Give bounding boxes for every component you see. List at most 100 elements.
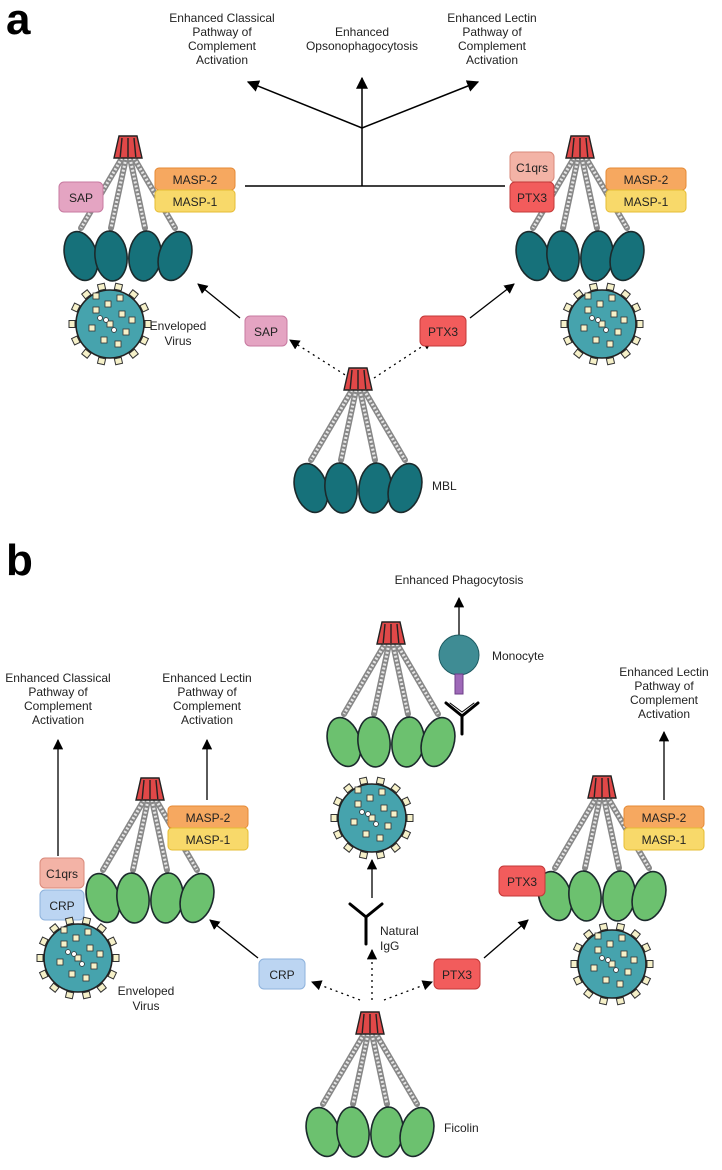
svg-text:Activation: Activation bbox=[466, 53, 518, 67]
virus-spike bbox=[641, 975, 652, 986]
carbohydrate-recognition-head bbox=[324, 462, 358, 514]
svg-text:MASP-1: MASP-1 bbox=[642, 833, 687, 847]
svg-text:Enhanced: Enhanced bbox=[335, 25, 389, 39]
arrows-a bbox=[197, 283, 515, 379]
virus-spike bbox=[562, 302, 573, 313]
virus-spike bbox=[139, 302, 150, 313]
virus-spike bbox=[375, 776, 386, 786]
virus-spike bbox=[620, 289, 632, 300]
enveloped-virus-b-left bbox=[36, 916, 120, 1000]
virus-spike bbox=[615, 922, 626, 932]
virus-spike bbox=[144, 320, 152, 328]
svg-text:Complement: Complement bbox=[188, 39, 257, 53]
ficolin-label: Ficolin bbox=[444, 1121, 479, 1135]
outcome-lectin-right-b: Enhanced Lectin Pathway of Complement Ac… bbox=[619, 665, 708, 721]
virus-spike bbox=[406, 814, 414, 822]
virus-spike bbox=[70, 335, 81, 346]
virus-spike bbox=[582, 988, 594, 999]
ptx3-bound-a: PTX3 bbox=[509, 181, 555, 213]
collagen-stalk bbox=[357, 387, 378, 463]
virus-spike bbox=[620, 348, 632, 359]
virus-spike bbox=[96, 923, 108, 934]
svg-text:C1qrs: C1qrs bbox=[516, 161, 548, 175]
svg-text:PTX3: PTX3 bbox=[442, 968, 472, 982]
collagen-stalk bbox=[371, 641, 392, 717]
svg-text:Complement: Complement bbox=[24, 699, 93, 713]
crp-box-b: CRP bbox=[258, 958, 306, 990]
outcome-lectin-a: Enhanced Lectin Pathway of Complement Ac… bbox=[447, 11, 536, 67]
virus-spike bbox=[64, 990, 75, 1000]
masp-stack-right-b: MASP-2 MASP-1 bbox=[623, 805, 705, 851]
carbohydrate-recognition-head bbox=[179, 872, 215, 924]
virus-spike bbox=[390, 783, 402, 794]
svg-text:Natural: Natural bbox=[380, 924, 419, 938]
svg-text:Activation: Activation bbox=[196, 53, 248, 67]
virus-spike bbox=[401, 796, 412, 807]
virus-spike bbox=[605, 282, 616, 292]
virus-spike bbox=[332, 796, 343, 807]
virus-spike bbox=[330, 814, 338, 822]
virus-spike bbox=[112, 954, 120, 962]
virus-label-b: Enveloped Virus bbox=[118, 984, 175, 1013]
virus-spike bbox=[615, 996, 626, 1006]
virus-spike bbox=[631, 335, 642, 346]
virus-spike bbox=[332, 829, 343, 840]
crp-bound-b: CRP bbox=[39, 889, 85, 921]
enveloped-virus-a-left bbox=[68, 282, 152, 366]
svg-text:SAP: SAP bbox=[254, 325, 278, 339]
virus-spike bbox=[375, 850, 386, 860]
virus-spike bbox=[390, 842, 402, 853]
monocyte bbox=[438, 634, 480, 695]
svg-text:MASP-1: MASP-1 bbox=[173, 195, 218, 209]
enveloped-virus-b-right bbox=[570, 922, 654, 1006]
virus-spike bbox=[646, 960, 654, 968]
svg-text:Complement: Complement bbox=[458, 39, 527, 53]
collagen-stalk bbox=[601, 795, 622, 871]
virus-spike bbox=[128, 348, 140, 359]
virus-spike bbox=[107, 969, 118, 980]
enveloped-virus-b-center bbox=[330, 776, 414, 860]
virus-spike bbox=[630, 929, 642, 940]
panel-letter-b: b bbox=[6, 536, 33, 585]
carbohydrate-recognition-head bbox=[631, 870, 667, 922]
svg-text:Pathway of: Pathway of bbox=[28, 685, 88, 699]
carbohydrate-recognition-head bbox=[609, 230, 645, 282]
svg-text:Enhanced Classical: Enhanced Classical bbox=[5, 671, 110, 685]
arrows-b bbox=[52, 596, 670, 1001]
c1qrs-box-a: C1qrs bbox=[509, 151, 555, 183]
svg-text:MASP-2: MASP-2 bbox=[173, 173, 218, 187]
svg-text:MASP-2: MASP-2 bbox=[186, 811, 231, 825]
svg-text:Enhanced Lectin: Enhanced Lectin bbox=[447, 11, 536, 25]
svg-text:MASP-2: MASP-2 bbox=[642, 811, 687, 825]
collagen-stalk bbox=[149, 797, 170, 873]
svg-text:Activation: Activation bbox=[181, 713, 233, 727]
svg-text:Activation: Activation bbox=[32, 713, 84, 727]
igg-bound-top bbox=[444, 701, 480, 736]
svg-text:PTX3: PTX3 bbox=[517, 191, 547, 205]
virus-spike bbox=[588, 356, 599, 366]
virus-spike bbox=[588, 282, 599, 292]
carbohydrate-recognition-head bbox=[116, 872, 150, 924]
virus-spike bbox=[48, 982, 60, 993]
virus-spike bbox=[70, 302, 81, 313]
virus-spike bbox=[139, 335, 150, 346]
virus-spike bbox=[96, 282, 107, 292]
virus-spike bbox=[605, 356, 616, 366]
svg-text:MASP-2: MASP-2 bbox=[624, 173, 669, 187]
outcome-phago-b: Enhanced Phagocytosis bbox=[395, 573, 524, 587]
carbohydrate-recognition-head bbox=[568, 870, 602, 922]
virus-spike bbox=[81, 916, 92, 926]
svg-text:Enveloped: Enveloped bbox=[118, 984, 175, 998]
collagen-stalk bbox=[350, 1031, 371, 1107]
svg-text:Opsonophagocytosis: Opsonophagocytosis bbox=[306, 39, 418, 53]
svg-text:Pathway of: Pathway of bbox=[177, 685, 237, 699]
virus-spike bbox=[358, 776, 369, 786]
ptx3-bound-b: PTX3 bbox=[498, 865, 546, 897]
collagen-stalk bbox=[390, 641, 411, 717]
ficolin-complex-left-b bbox=[85, 777, 215, 924]
collagen-stalk bbox=[130, 797, 151, 873]
collagen-stalk bbox=[108, 155, 129, 231]
svg-text:Complement: Complement bbox=[630, 693, 699, 707]
virus-spike bbox=[107, 936, 118, 947]
svg-text:Pathway of: Pathway of bbox=[462, 25, 522, 39]
